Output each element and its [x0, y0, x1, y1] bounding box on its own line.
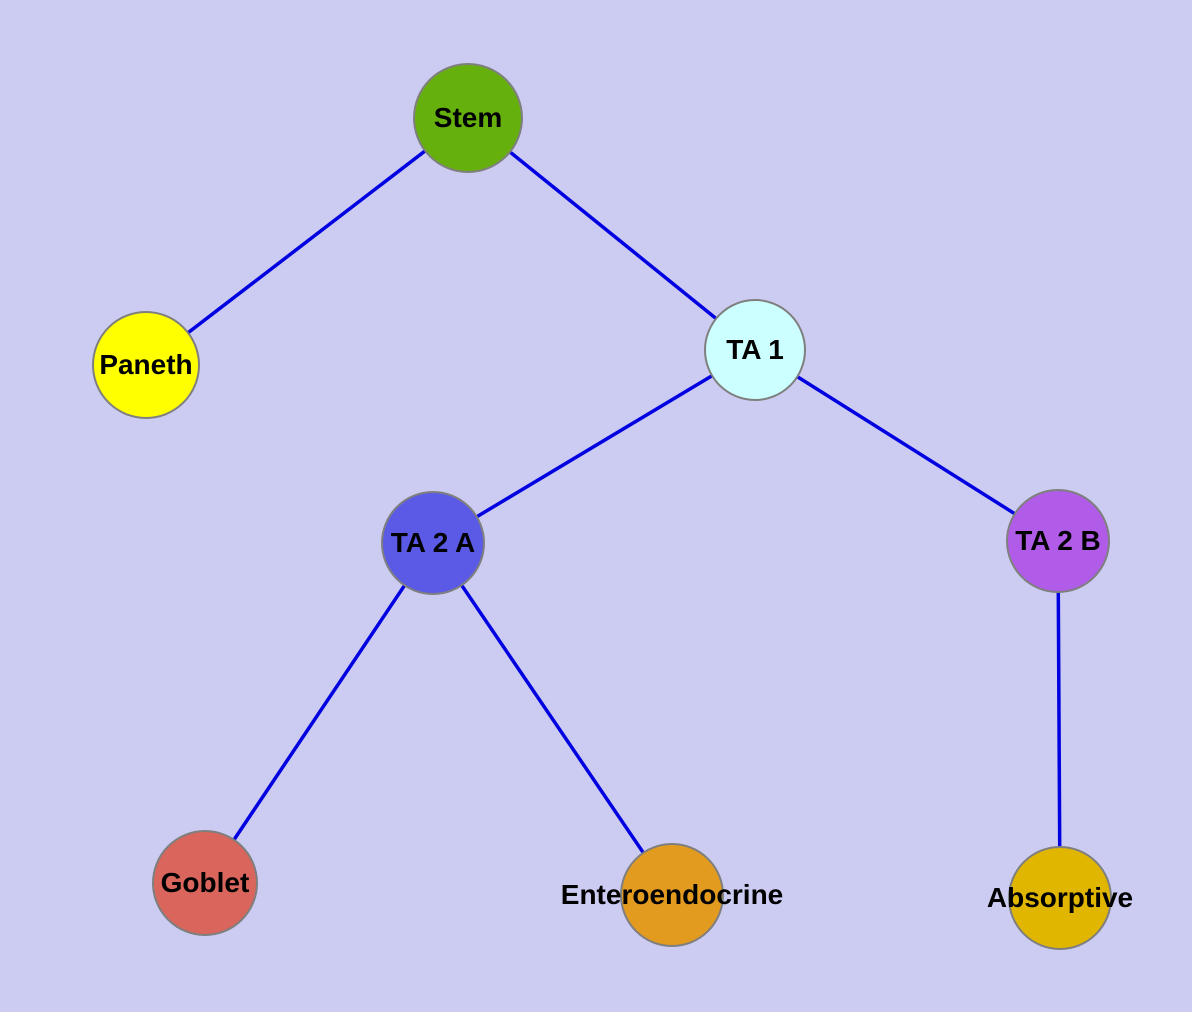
- node-goblet[interactable]: Goblet: [152, 830, 258, 936]
- edge-ta-1-to-ta-2-a: [432, 348, 756, 545]
- node-label-paneth: Paneth: [99, 349, 193, 380]
- node-label-enteroendocrine: Enteroendocrine: [560, 879, 784, 910]
- node-ta-2-a[interactable]: TA 2 A: [381, 491, 485, 595]
- edge-ta-2-a-to-goblet: [203, 542, 435, 884]
- node-label-ta-1: TA 1: [726, 334, 784, 365]
- node-label-ta-2-b: TA 2 B: [1015, 525, 1101, 556]
- edge-ta-2-b-to-absorptive: [1056, 540, 1062, 899]
- node-label-ta-2-a: TA 2 A: [390, 527, 476, 558]
- edge-ta-2-a-to-enteroendocrine: [431, 542, 674, 896]
- node-enteroendocrine[interactable]: Enteroendocrine: [561, 843, 783, 947]
- node-label-stem: Stem: [433, 102, 503, 133]
- edge-stem-to-ta-1: [466, 116, 757, 352]
- edge-ta-1-to-ta-2-b: [754, 348, 1059, 543]
- node-label-goblet: Goblet: [160, 867, 250, 898]
- node-stem[interactable]: Stem: [413, 63, 523, 173]
- edge-stem-to-paneth: [144, 116, 470, 367]
- node-ta-2-b[interactable]: TA 2 B: [1006, 489, 1110, 593]
- node-label-absorptive: Absorptive: [986, 882, 1134, 913]
- node-ta-1[interactable]: TA 1: [704, 299, 806, 401]
- node-absorptive[interactable]: Absorptive: [987, 846, 1133, 950]
- node-paneth[interactable]: Paneth: [92, 311, 200, 419]
